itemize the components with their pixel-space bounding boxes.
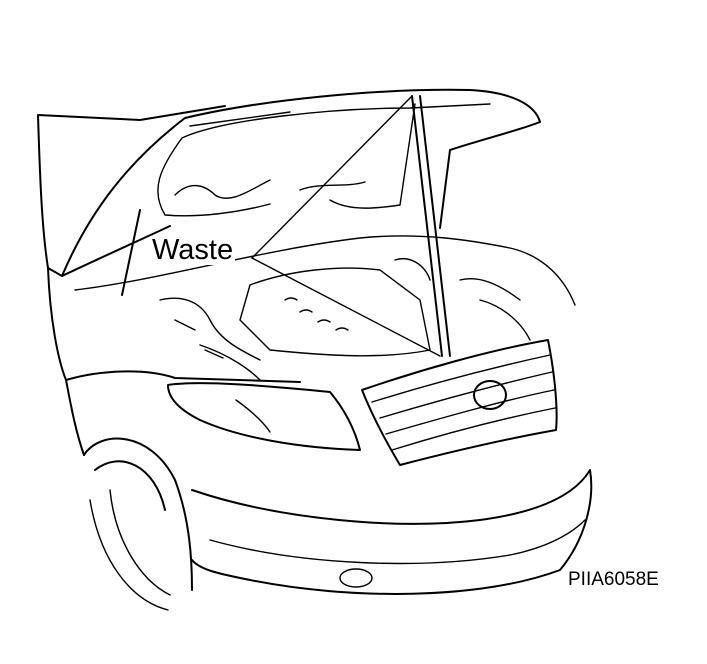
windshield-outline <box>37 105 226 277</box>
headlight <box>167 382 361 451</box>
engine-components <box>159 258 531 381</box>
body-side <box>47 267 301 456</box>
callout-label: Waste <box>150 234 236 266</box>
callout-leader-upper <box>251 95 413 259</box>
figure-code: PIIA6058E <box>568 569 659 590</box>
front-bumper <box>191 469 593 595</box>
engine-bay-edge <box>74 235 576 306</box>
headlight-lens <box>235 399 271 433</box>
engine-cover-ports <box>284 297 349 331</box>
hood-support-rod <box>411 95 451 357</box>
brand-emblem <box>473 380 507 410</box>
grille-bars <box>371 354 556 451</box>
callout-leader-lower <box>251 257 441 357</box>
hood-stiffener <box>174 179 366 199</box>
front-grille <box>361 339 558 466</box>
hood-strut <box>121 209 141 296</box>
bumper-lower-edge <box>209 519 586 565</box>
front-wheel <box>89 489 171 611</box>
fog-lamp <box>339 568 373 588</box>
engine-cover <box>239 267 431 357</box>
front-wheel-arch <box>83 437 193 591</box>
hood-panel <box>61 88 541 277</box>
hood-inner-frame <box>157 103 491 217</box>
